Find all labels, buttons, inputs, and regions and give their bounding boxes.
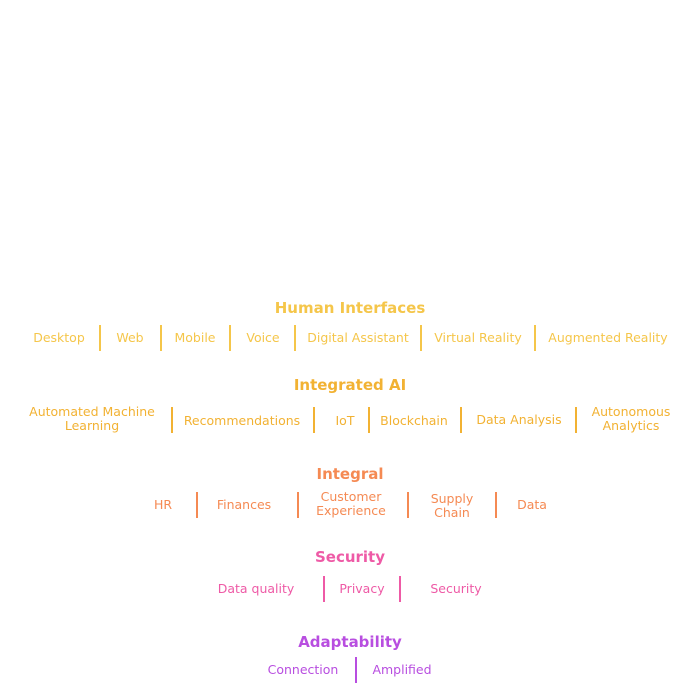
section-title-integrated-ai: Integrated AI <box>293 376 407 394</box>
item-blockchain: Blockchain <box>380 413 448 428</box>
separator <box>313 407 315 433</box>
section-title-human-interfaces: Human Interfaces <box>274 299 426 317</box>
item-customer-experience: Customer Experience <box>316 489 386 518</box>
separator <box>399 576 401 602</box>
separator <box>460 407 462 433</box>
item-automated-machine-learning: Automated Machine Learning <box>29 404 155 433</box>
item-recommendations: Recommendations <box>183 413 301 428</box>
separator <box>171 407 173 433</box>
separator <box>575 407 577 433</box>
separator <box>495 492 497 518</box>
item-web: Web <box>116 330 144 345</box>
separator <box>355 657 357 683</box>
separator <box>323 576 325 602</box>
separator <box>368 407 370 433</box>
separator <box>534 325 536 351</box>
item-supply-chain: Supply Chain <box>430 491 474 520</box>
item-desktop: Desktop <box>33 330 85 345</box>
section-title-integral: Integral <box>316 465 384 483</box>
item-mobile: Mobile <box>174 330 216 345</box>
separator <box>196 492 198 518</box>
separator <box>160 325 162 351</box>
item-iot: IoT <box>335 413 355 428</box>
item-data: Data <box>517 497 547 512</box>
item-autonomous-analytics: Autonomous Analytics <box>591 404 671 433</box>
item-hr: HR <box>153 497 173 512</box>
item-security: Security <box>430 581 482 596</box>
item-digital-assistant: Digital Assistant <box>307 330 409 345</box>
section-title-adaptability: Adaptability <box>298 633 402 651</box>
separator <box>297 492 299 518</box>
item-data-analysis: Data Analysis <box>476 412 562 427</box>
item-virtual-reality: Virtual Reality <box>434 330 522 345</box>
separator <box>294 325 296 351</box>
separator <box>229 325 231 351</box>
item-privacy: Privacy <box>339 581 385 596</box>
separator <box>420 325 422 351</box>
item-finances: Finances <box>216 497 272 512</box>
separator <box>407 492 409 518</box>
separator <box>99 325 101 351</box>
item-amplified: Amplified <box>372 662 432 677</box>
item-data-quality: Data quality <box>217 581 295 596</box>
section-title-security: Security <box>314 548 386 566</box>
item-voice: Voice <box>246 330 280 345</box>
item-augmented-reality: Augmented Reality <box>548 330 668 345</box>
item-connection: Connection <box>267 662 339 677</box>
